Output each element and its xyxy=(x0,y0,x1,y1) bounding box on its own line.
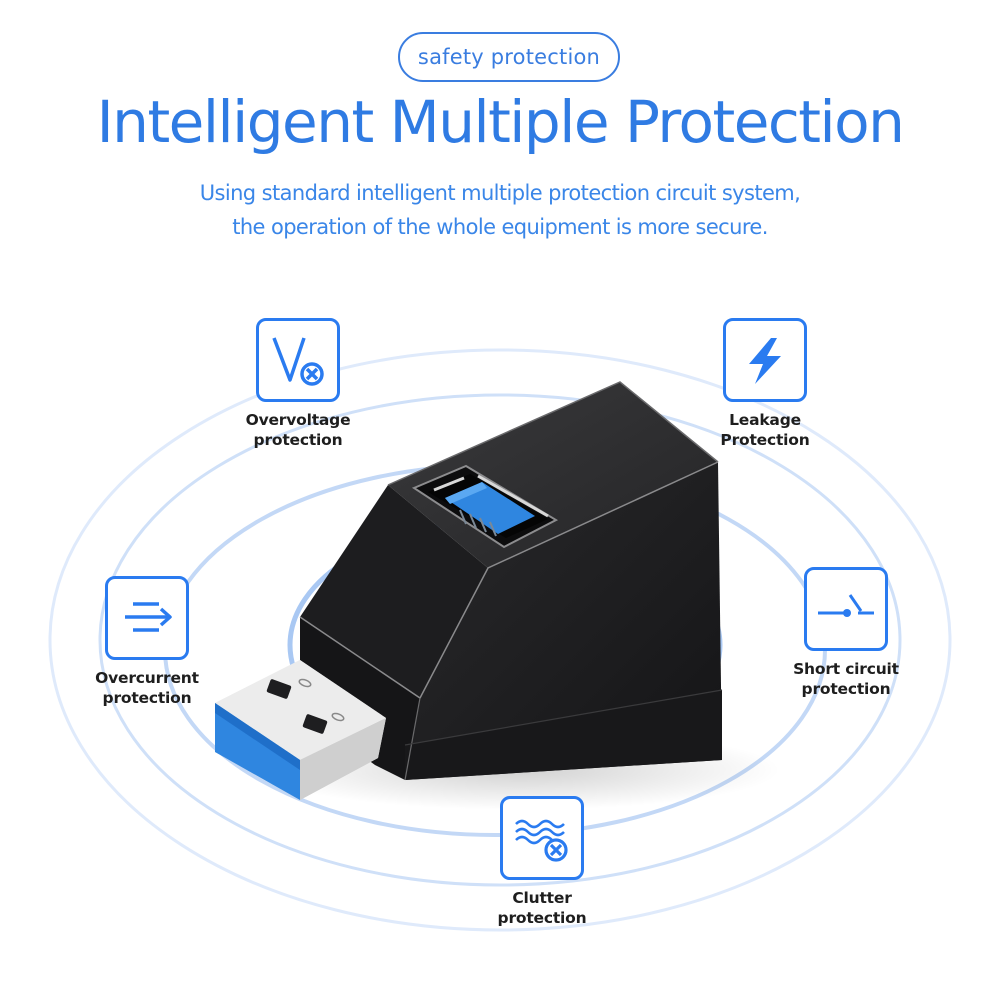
feature-short-circuit: Short circuit protection xyxy=(776,567,916,699)
feature-overcurrent: Overcurrent protection xyxy=(77,576,217,708)
usb-plug xyxy=(215,660,386,800)
page-title: Intelligent Multiple Protection xyxy=(96,88,905,156)
lightning-bolt-icon xyxy=(723,318,807,402)
feature-leakage: Leakage Protection xyxy=(695,318,835,450)
feature-label: Short circuit protection xyxy=(793,660,899,698)
feature-label: Clutter protection xyxy=(497,889,587,927)
usb-port xyxy=(411,464,559,549)
feature-label: Overcurrent protection xyxy=(95,669,199,707)
page-subtitle: Using standard intelligent multiple prot… xyxy=(0,176,1000,244)
overvoltage-icon xyxy=(256,318,340,402)
badge-label: safety protection xyxy=(417,45,601,69)
current-arrow-icon xyxy=(105,576,189,660)
open-switch-icon xyxy=(804,567,888,651)
waves-cross-icon xyxy=(500,796,584,880)
usb-hub-device xyxy=(215,381,723,800)
subtitle-line-1: Using standard intelligent multiple prot… xyxy=(199,181,801,205)
feature-label: Leakage Protection xyxy=(720,411,810,449)
feature-clutter: Clutter protection xyxy=(472,796,612,928)
subtitle-line-2: the operation of the whole equipment is … xyxy=(232,215,768,239)
safety-protection-badge: safety protection xyxy=(398,32,620,82)
feature-overvoltage: Overvoltage protection xyxy=(228,318,368,450)
feature-label: Overvoltage protection xyxy=(245,411,351,449)
